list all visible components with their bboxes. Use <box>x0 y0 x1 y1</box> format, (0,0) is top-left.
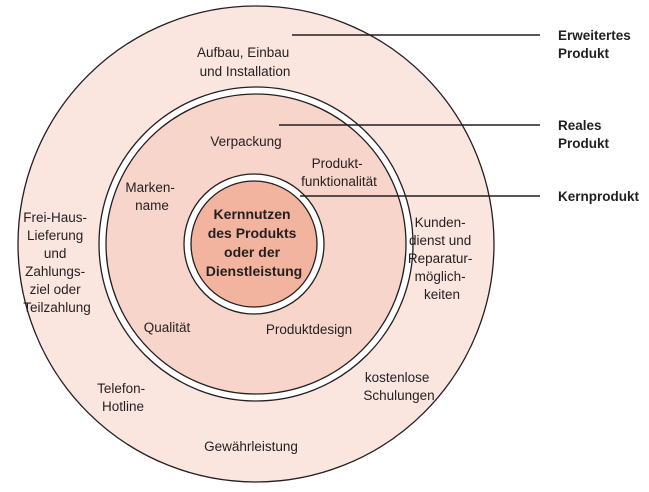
label-kostenlose-schulungen: kostenlose Schulungen <box>363 370 434 403</box>
label-aufbau-einbau-installation: Aufbau, Einbau und Installation <box>197 45 293 79</box>
label-produktfunktionalitaet: Produkt- funktionalität <box>301 156 377 189</box>
side-label-reales-produkt: Reales Produkt <box>558 118 610 151</box>
label-gewaehrleistung: Gewährleistung <box>204 439 298 454</box>
core-circle-core-product <box>190 180 318 308</box>
label-kundendienst-reparatur: Kunden- dienst und Reparatur- möglich- k… <box>408 215 476 302</box>
side-label-erweitertes-produkt: Erweitertes Produkt <box>558 28 635 61</box>
label-verpackung: Verpackung <box>210 134 281 149</box>
label-qualitaet: Qualität <box>144 320 191 335</box>
label-produktdesign: Produktdesign <box>266 322 352 337</box>
label-markenname: Marken- name <box>125 180 178 213</box>
side-label-kernprodukt: Kernprodukt <box>558 189 640 204</box>
label-telefon-hotline: Telefon- Hotline <box>97 381 149 414</box>
label-kernnutzen: Kernnutzen des Produkts oder der Dienstl… <box>206 206 302 279</box>
label-frei-haus-lieferung: Frei-Haus- Lieferung und Zahlungs- ziel … <box>23 210 91 315</box>
